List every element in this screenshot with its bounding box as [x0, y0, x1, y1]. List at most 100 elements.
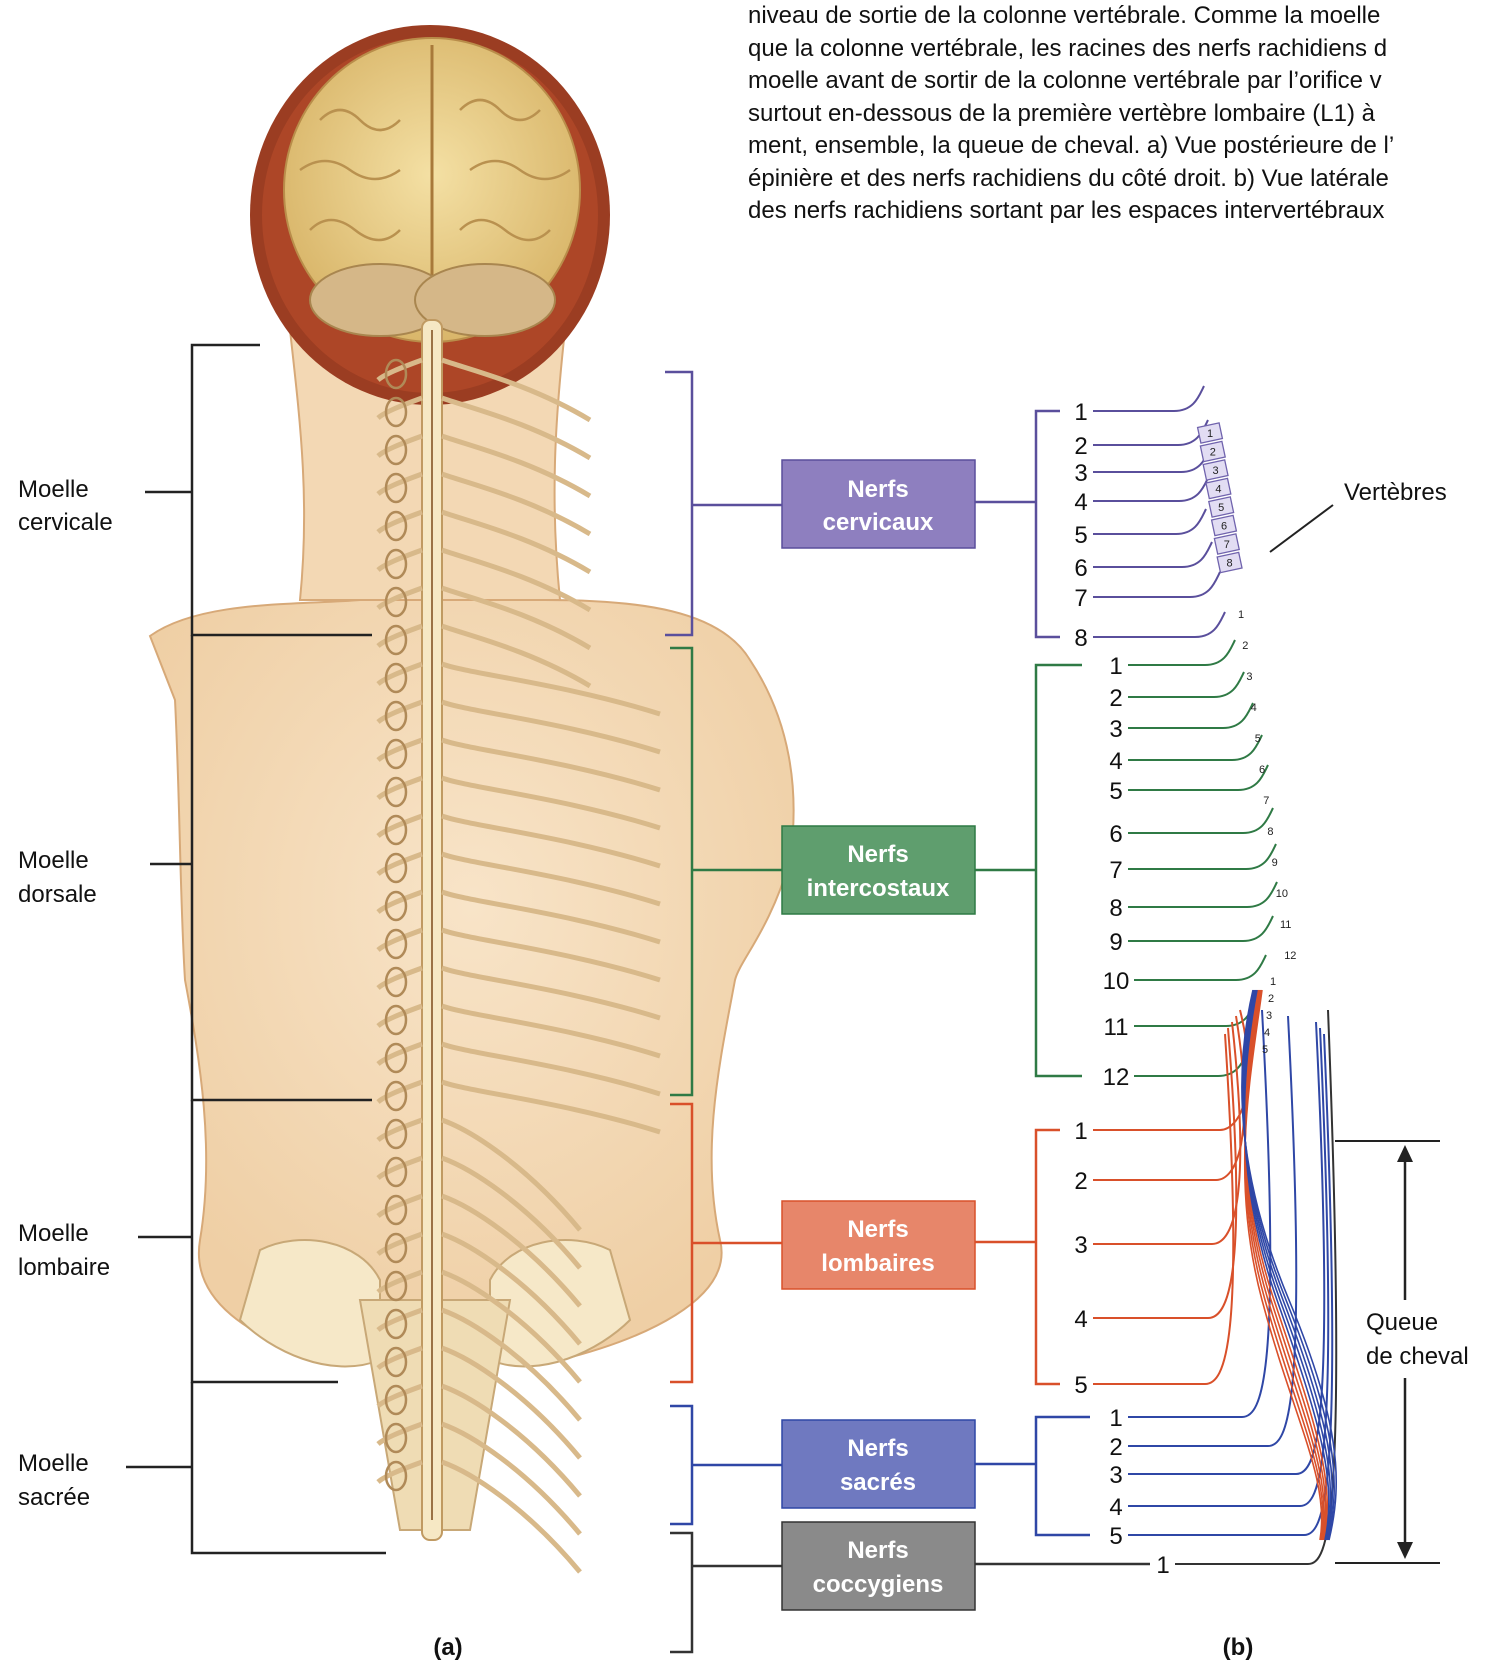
nerve-line [1093, 572, 1220, 597]
vertebra-number: 5 [1218, 502, 1224, 514]
nerve-box-coccygeal: Nerfs coccygiens [782, 1522, 975, 1610]
cord-region-label: cervicale [18, 509, 113, 536]
nerve-box-label: Nerfs [847, 476, 908, 503]
nerve-number: 2 [1109, 685, 1122, 712]
nerve-number: 1 [1109, 653, 1122, 680]
vertebra-number: 4 [1264, 1027, 1270, 1039]
panel-a-label: (a) [433, 1634, 462, 1661]
nerve-number: 2 [1109, 1434, 1122, 1461]
nerve-number: 4 [1109, 748, 1122, 775]
vertebrae-pointer [1270, 505, 1333, 552]
vertebra-number: 2 [1210, 447, 1216, 459]
vertebra-number: 9 [1272, 857, 1278, 869]
vertebra-number: 6 [1259, 764, 1265, 776]
nerve-number: 8 [1109, 895, 1122, 922]
nerve-box-label: Nerfs [847, 841, 908, 868]
nerve-line [1093, 509, 1206, 534]
nerve-number: 3 [1109, 716, 1122, 743]
nerve-number: 5 [1109, 1523, 1122, 1550]
nerve-box-intercostal: Nerfs intercostaux [782, 826, 975, 914]
nerve-line [1134, 955, 1266, 980]
nerve-box-label: Nerfs [847, 1537, 908, 1564]
vertebra-number: 12 [1284, 950, 1296, 962]
vertebra-number: 4 [1215, 484, 1221, 496]
nerve-number: 8 [1074, 625, 1087, 652]
vertebra-number: 8 [1267, 826, 1273, 838]
nerve-line [1093, 386, 1204, 411]
panel-b-label: (b) [1223, 1634, 1254, 1661]
nerve-number: 7 [1109, 857, 1122, 884]
vertebra-number: 2 [1268, 993, 1274, 1005]
nerve-number: 7 [1074, 585, 1087, 612]
vertebra-number: 7 [1224, 539, 1230, 551]
nerve-line [1128, 735, 1262, 760]
nerve-number: 5 [1109, 778, 1122, 805]
nerve-box-label: coccygiens [813, 1571, 944, 1598]
vertebra-number: 3 [1266, 1010, 1272, 1022]
vertebra-number: 8 [1227, 558, 1233, 570]
nerve-number: 2 [1074, 433, 1087, 460]
vertebral-column: 1234567812345678910111212345 [1198, 423, 1337, 1540]
nerve-box-sacral: Nerfs sacrés [782, 1420, 975, 1508]
nerve-number: 4 [1074, 1306, 1087, 1333]
vertebra-number: 1 [1270, 976, 1276, 988]
nerve-line [1128, 844, 1276, 869]
nerve-number: 5 [1074, 522, 1087, 549]
cord-region-label: lombaire [18, 1254, 110, 1281]
nerve-number: 11 [1104, 1014, 1129, 1041]
vertebra-number: 5 [1255, 733, 1261, 745]
nerve-line [1093, 447, 1211, 472]
vertebra-number: 11 [1280, 919, 1291, 931]
cord-region-label-sacral: Moelle sacrée [18, 1450, 90, 1511]
nerve-line [1093, 420, 1208, 445]
nerve-number: 1 [1156, 1552, 1169, 1579]
vertebrae-label: Vertèbres [1344, 479, 1447, 506]
vertebra-number: 5 [1262, 1044, 1268, 1056]
cord-region-label: Moelle [18, 1220, 89, 1247]
vertebra-number: 3 [1213, 465, 1219, 477]
nerve-number: 12 [1103, 1064, 1130, 1091]
cord-region-label: dorsale [18, 881, 97, 908]
nerve-number: 10 [1103, 968, 1130, 995]
back-silhouette [150, 25, 794, 1530]
nerve-box-label: Nerfs [847, 1435, 908, 1462]
cord-region-label: Moelle [18, 1450, 89, 1477]
cord-region-label-dorsal: Moelle dorsale [18, 847, 97, 908]
nerve-box-cervical: Nerfs cervicaux [782, 460, 975, 548]
vertebra-number: 1 [1207, 428, 1213, 440]
nerve-line [1128, 765, 1268, 790]
vertebra-number: 1 [1238, 609, 1244, 621]
cord-region-label: Moelle [18, 847, 89, 874]
nerve-box-label: intercostaux [807, 875, 950, 902]
spinal-cord [422, 320, 442, 1540]
nerve-box-label: lombaires [821, 1250, 934, 1277]
vertebra-number: 3 [1246, 671, 1252, 683]
vertebra-number: 4 [1251, 702, 1257, 714]
nerve-number: 2 [1074, 1168, 1087, 1195]
nerve-line [1128, 672, 1244, 697]
vertebra-number: 6 [1221, 521, 1227, 533]
nerve-box-label: sacrés [840, 1469, 916, 1496]
nerve-line [1175, 1010, 1336, 1564]
vertebra-number: 10 [1276, 888, 1288, 900]
nerve-number: 5 [1074, 1372, 1087, 1399]
nerve-number: 1 [1109, 1405, 1122, 1432]
cauda-equina-marker: Queue de cheval [1335, 1141, 1470, 1563]
nerve-line [1128, 640, 1235, 665]
nerve-box-label: Nerfs [847, 1216, 908, 1243]
nerve-number: 3 [1074, 460, 1087, 487]
nerve-number: 6 [1109, 821, 1122, 848]
cord-region-label: Moelle [18, 476, 89, 503]
vertebra-number: 7 [1263, 795, 1269, 807]
nerve-number: 3 [1074, 1232, 1087, 1259]
nerve-number: 1 [1074, 1118, 1087, 1145]
nerve-box-label: cervicaux [823, 509, 934, 536]
vertebra-number: 2 [1242, 640, 1248, 652]
cauda-equina-strand [1245, 990, 1327, 1540]
nerve-line [1128, 808, 1273, 833]
nerve-line [1093, 476, 1209, 501]
nerve-number: 9 [1109, 929, 1122, 956]
nerve-line [1093, 612, 1225, 637]
nerve-line [1093, 1022, 1240, 1244]
